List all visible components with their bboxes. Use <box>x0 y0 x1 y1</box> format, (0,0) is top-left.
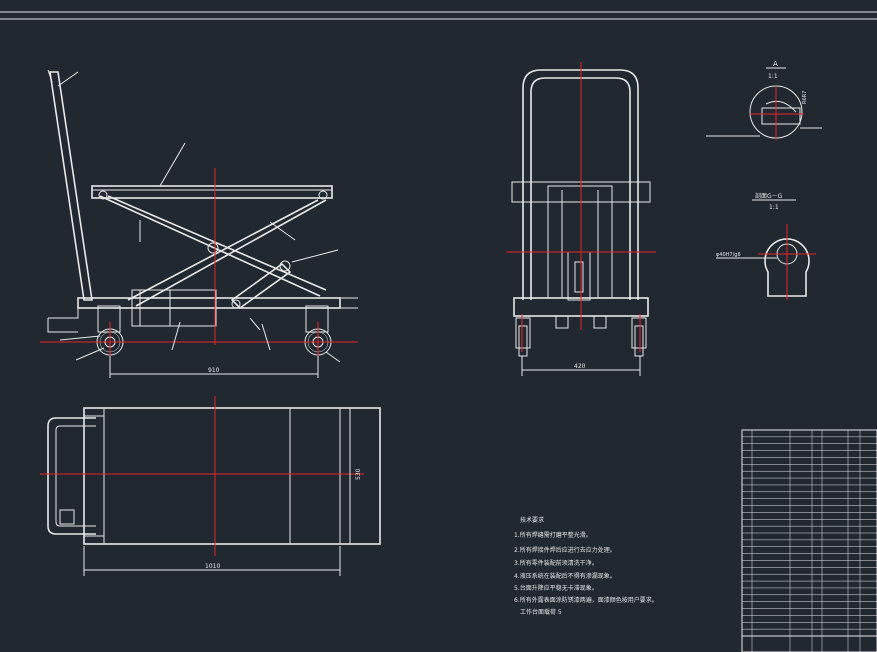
plan-platform <box>83 407 381 545</box>
platform <box>91 185 333 199</box>
section-gg-title: 剖面G－G <box>755 192 783 200</box>
detail-a: A 1:1 R6R7 <box>706 60 822 140</box>
note-4: 4.液压系统在装配后不得有渗漏现象。 <box>514 572 616 580</box>
notes-heading: 技术要求 <box>520 516 544 524</box>
detail-a-title: A <box>773 60 778 68</box>
dim-420: 420 <box>574 363 586 370</box>
note-1: 1.所有焊缝需打磨平整光滑。 <box>514 531 592 539</box>
scissor-arm-1 <box>99 195 321 297</box>
note-7: 工作台面载荷 5 <box>520 608 562 616</box>
scissor-pivot <box>207 242 219 254</box>
note-2: 2.所有焊接件焊后应进行去应力处理。 <box>514 546 616 554</box>
technical-notes: 技术要求 1.所有焊缝需打磨平整光滑。 2.所有焊接件焊后应进行去应力处理。 3… <box>514 516 658 616</box>
section-gg: 剖面G－G 1:1 φ40H7/g6 <box>716 192 816 300</box>
detail-a-note: R6R7 <box>802 91 808 104</box>
hydraulic-cylinder <box>230 262 292 310</box>
note-3: 3.所有零件装配前须清洗干净。 <box>514 559 598 567</box>
dim-910: 910 <box>208 367 220 374</box>
note-5: 5.台面升降应平稳无卡滞现象。 <box>514 584 598 592</box>
plan-handle <box>47 417 96 535</box>
side-view: 910 <box>40 69 358 378</box>
front-cylinder <box>567 251 591 301</box>
handle-bar <box>49 71 93 301</box>
section-gg-scale: 1:1 <box>769 204 779 211</box>
dim-1010: 1010 <box>205 563 220 570</box>
section-gg-note: φ40H7/g6 <box>716 252 741 258</box>
plan-view: 530 1010 <box>40 396 381 576</box>
dim-530: 530 <box>355 468 362 480</box>
note-6: 6.所有外露表面涂防锈漆两遍，面漆颜色按用户要求。 <box>514 596 658 604</box>
pump-box <box>131 289 217 327</box>
scissor-arm-2 <box>127 199 319 301</box>
title-block <box>741 635 877 652</box>
front-mast <box>547 185 613 299</box>
front-view: 420 <box>506 62 656 376</box>
detail-a-scale: 1:1 <box>768 73 778 80</box>
parts-list-table <box>741 429 877 652</box>
